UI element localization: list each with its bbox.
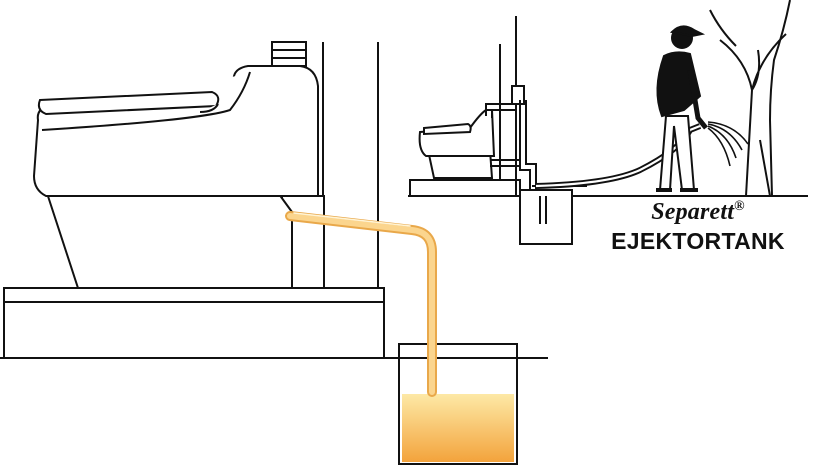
wall	[322, 42, 379, 288]
brand-name: Separett®	[598, 199, 798, 226]
floor-slab	[3, 287, 385, 359]
urine-tank	[398, 343, 518, 465]
inset-scene	[408, 0, 808, 245]
urine-pipe	[285, 211, 437, 397]
inset-toilet	[418, 109, 496, 179]
inset-pipes	[485, 85, 537, 190]
registered-mark: ®	[734, 199, 745, 214]
brand-label: Separett® EJEKTORTANK	[598, 199, 798, 255]
main-installation	[0, 41, 548, 465]
hose-spray	[707, 121, 749, 167]
tree-icon	[709, 0, 791, 197]
brand-name-text: Separett	[651, 199, 735, 225]
inset-wall	[499, 16, 517, 196]
person-with-cap-icon	[656, 25, 708, 192]
product-name: EJEKTORTANK	[611, 228, 785, 254]
inset-floor	[409, 179, 521, 197]
separett-toilet	[32, 65, 319, 289]
inset-ejector-tank	[519, 180, 587, 245]
